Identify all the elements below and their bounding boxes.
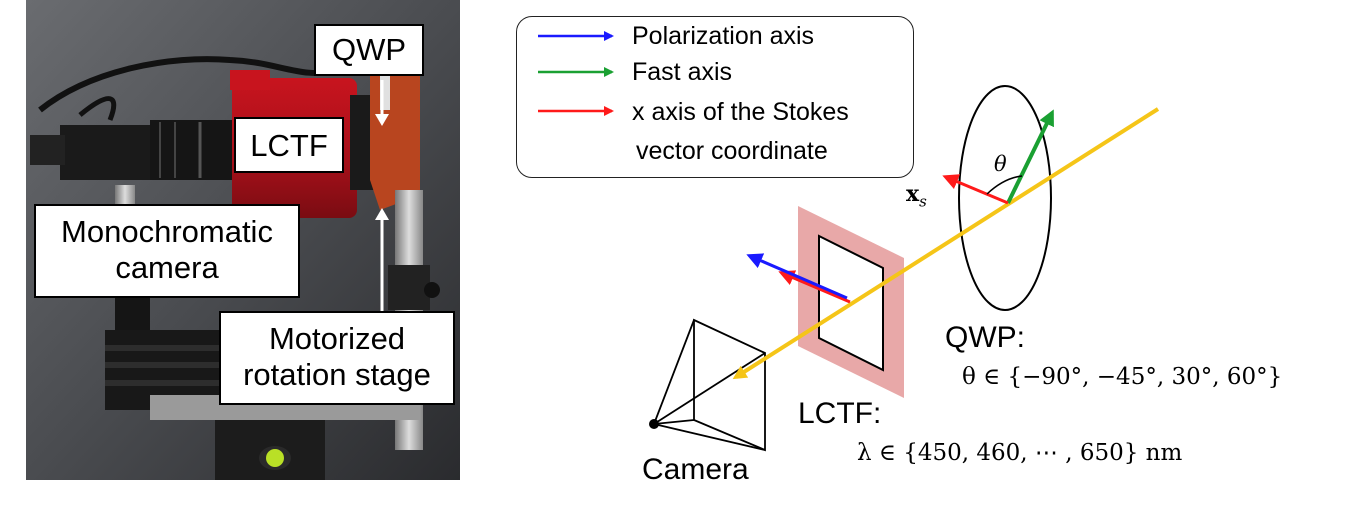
theta-label: θ xyxy=(994,152,1007,176)
camera-label-line1: Monochromatic xyxy=(61,214,273,249)
legend-label-polarization: Polarization axis xyxy=(632,22,815,50)
qwp-stokes-x-arrow xyxy=(942,174,1009,205)
legend-label-stokes: x axis of the Stokes xyxy=(632,98,849,126)
camera-photo-label: Monochromatic camera xyxy=(34,204,300,298)
xs-label-sub: s xyxy=(919,192,927,211)
lctf-diagram-label: LCTF: xyxy=(798,397,882,430)
optical-diagram xyxy=(538,31,1160,452)
qwp-values: θ ∈ {−90°, −45°, 30°, 60°} xyxy=(962,364,1283,390)
stage-label-line1: Motorized xyxy=(268,321,406,356)
camera-label-line2: camera xyxy=(115,250,219,285)
theta-arc xyxy=(986,175,1023,195)
qwp-ellipse xyxy=(958,85,1052,311)
lctf-values: λ ∈ {450, 460, ⋯ , 650} nm xyxy=(857,440,1183,466)
xs-label-x: x xyxy=(906,181,920,207)
camera-focal-point xyxy=(649,419,659,429)
qwp-diagram-label: QWP: xyxy=(945,321,1025,354)
legend-label-fast: Fast axis xyxy=(632,58,733,86)
lctf-polarization-arrow xyxy=(746,253,848,300)
camera-pyramid xyxy=(653,318,766,452)
stage-photo-label: Motorized rotation stage xyxy=(219,311,455,405)
light-beam xyxy=(732,107,1160,380)
lctf-stokes-x-arrow xyxy=(778,270,851,304)
qwp-photo-label: QWP xyxy=(314,24,424,76)
camera-diagram-label: Camera xyxy=(642,453,749,486)
stage-label-line2: rotation stage xyxy=(243,357,431,392)
legend-label-stokes-line2: vector coordinate xyxy=(636,137,828,165)
legend-box xyxy=(516,16,914,178)
lctf-photo-label: LCTF xyxy=(234,117,344,173)
qwp-fast-axis-arrow xyxy=(1006,109,1054,204)
xs-label: xs xyxy=(906,181,927,210)
